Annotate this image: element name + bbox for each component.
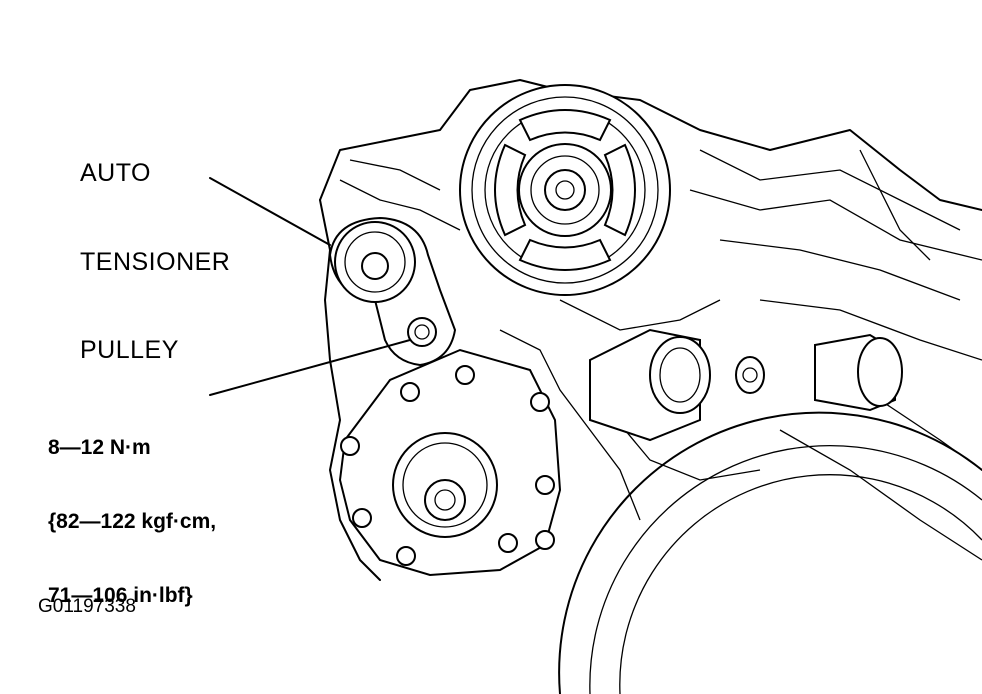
label-line-auto: AUTO	[80, 159, 151, 187]
leader-line-tensioner	[209, 177, 331, 246]
leader-line-torque	[209, 339, 411, 396]
label-line-pulley: PULLEY	[80, 336, 179, 364]
torque-kgfcm: {82—122 kgf·cm,	[48, 509, 217, 533]
figure-id: G01197338	[38, 596, 136, 617]
torque-nm: 8—12 N·m	[48, 435, 151, 459]
flywheel	[558, 411, 982, 694]
label-line-tensioner: TENSIONER	[80, 247, 231, 276]
hose-fittings	[589, 328, 903, 442]
water-pump	[338, 348, 562, 577]
torque-spec-label: 8—12 N·m {82—122 kgf·cm, 71—106 in·lbf}	[48, 386, 216, 634]
upper-pulley	[459, 84, 671, 296]
leader-lines	[209, 177, 411, 396]
auto-tensioner-pulley-label: AUTO TENSIONER PULLEY	[80, 100, 230, 395]
auto-tensioner-pulley	[328, 216, 457, 367]
torque-inlbf: 71—106 in·lbf}	[48, 584, 193, 608]
